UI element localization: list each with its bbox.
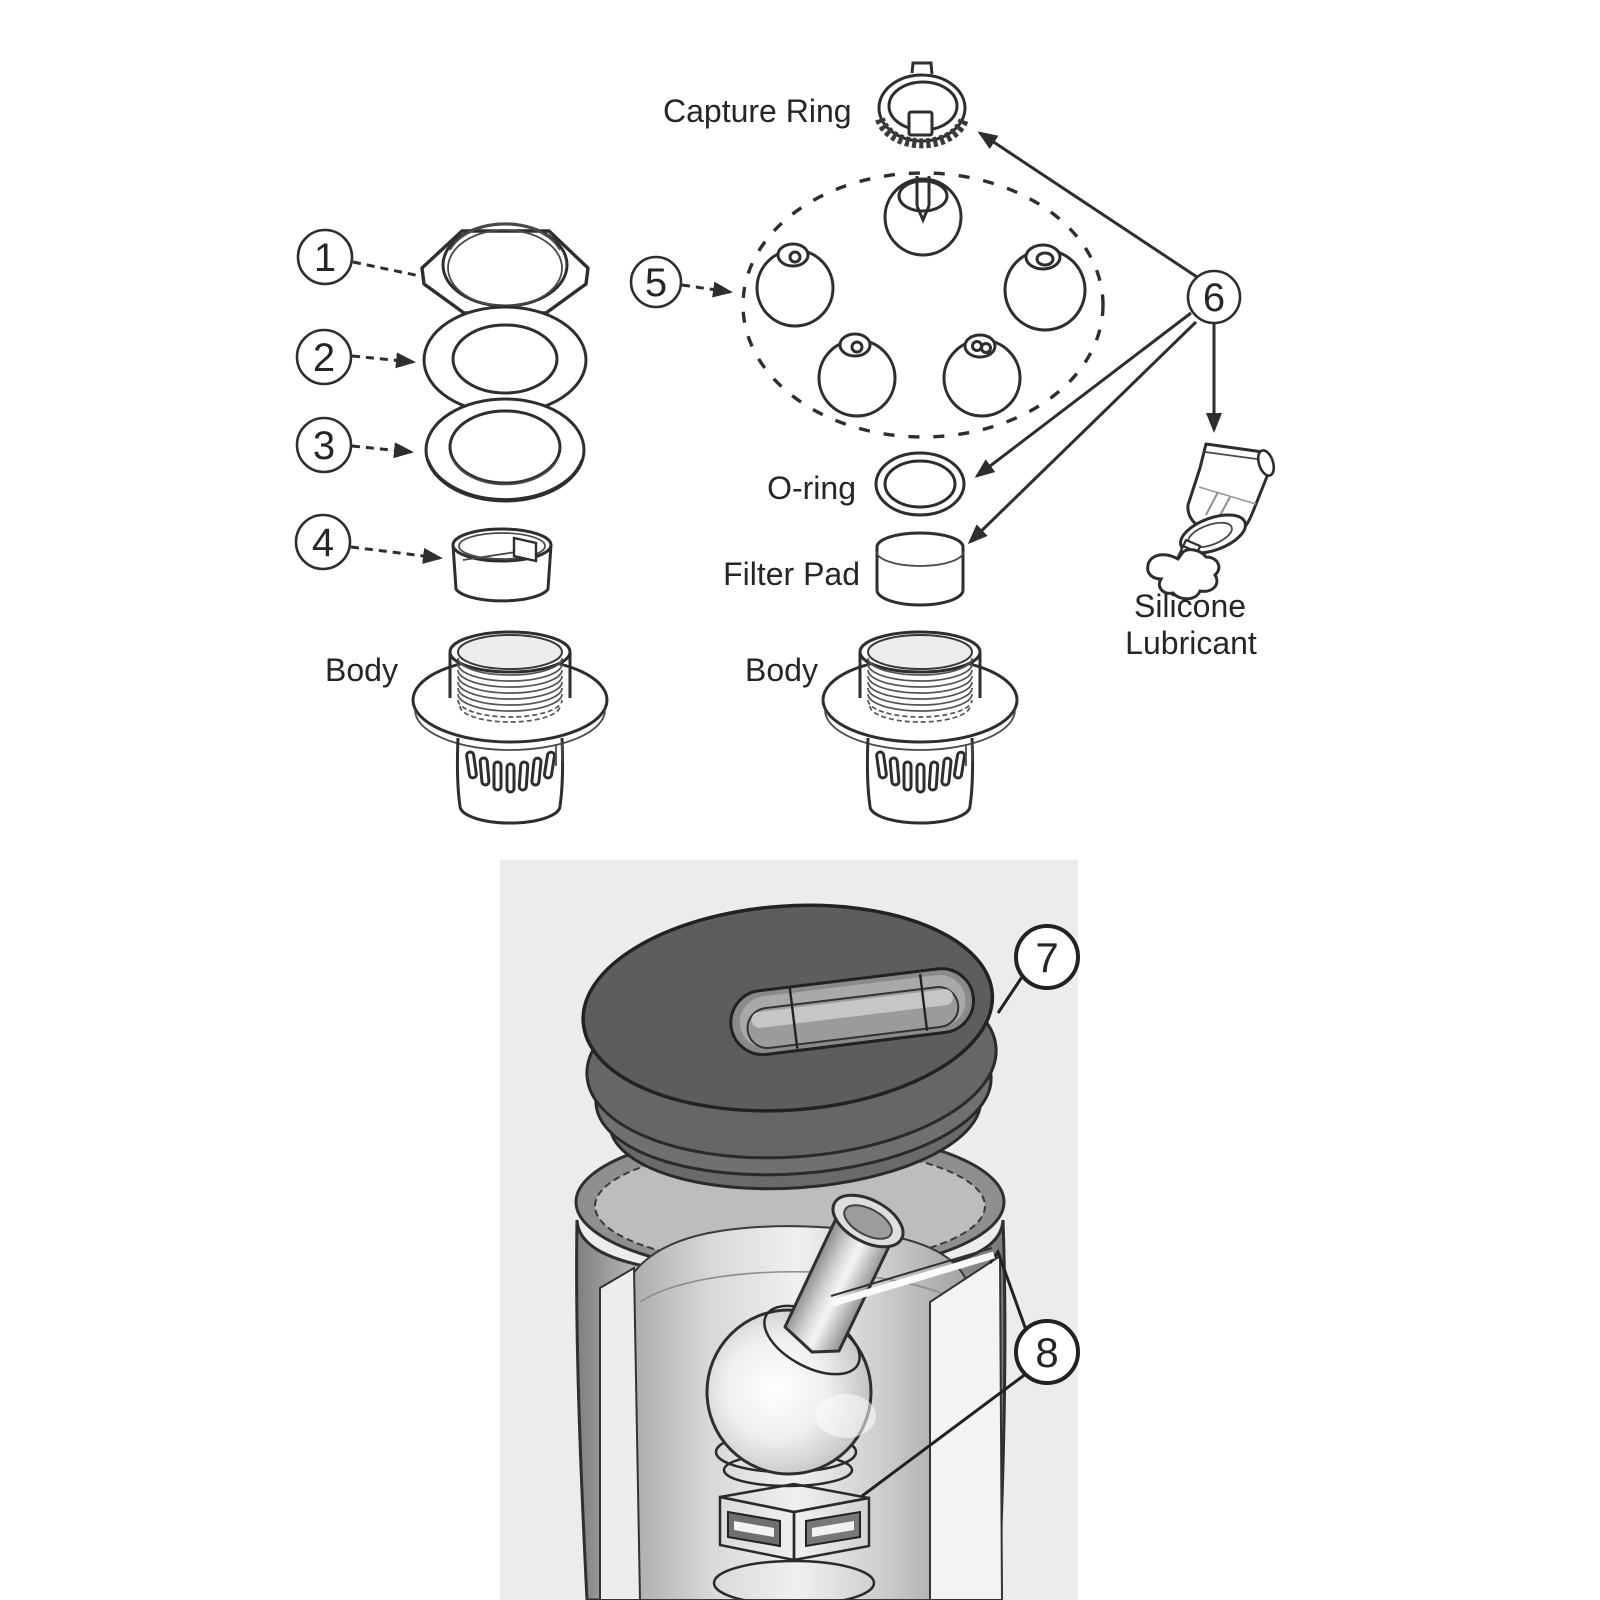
ball-bottom-right bbox=[942, 333, 1022, 418]
callout-7-number: 7 bbox=[1035, 934, 1058, 981]
callout-7-leader bbox=[996, 973, 1026, 1014]
callout-2-number: 2 bbox=[313, 336, 335, 380]
part-silicone-tube bbox=[1146, 442, 1276, 601]
cap-slot bbox=[729, 967, 975, 1057]
part-hex-nut bbox=[420, 222, 590, 315]
middle-exploded-view: Capture Ring bbox=[629, 61, 1105, 825]
callout-6-arrow-filter-pad bbox=[967, 320, 1198, 545]
callout-4-number: 4 bbox=[312, 521, 334, 565]
callout-8: 8 bbox=[830, 1247, 1080, 1498]
callout-6-arrow-capture-ring bbox=[977, 131, 1198, 279]
callout-5: 5 bbox=[629, 255, 733, 309]
part-trim-ring bbox=[424, 397, 586, 503]
callout-4-arrow bbox=[350, 545, 443, 564]
part-body-left bbox=[411, 630, 609, 825]
callout-1-number: 1 bbox=[314, 236, 336, 280]
ball-with-pin bbox=[883, 176, 963, 257]
callout-6-group: 6 Silicone Lubricant bbox=[967, 131, 1276, 661]
o-ring-label: O-ring bbox=[767, 470, 856, 506]
callout-5-number: 5 bbox=[645, 261, 667, 305]
ball-left bbox=[755, 242, 835, 328]
render-panel: 7 8 bbox=[500, 860, 1080, 1600]
part-filter-pad bbox=[875, 531, 965, 607]
part-capture-ring bbox=[875, 61, 969, 149]
callout-8-leader-lower bbox=[861, 1371, 1028, 1498]
capture-ring-label: Capture Ring bbox=[663, 93, 852, 129]
callout-2-arrow bbox=[351, 352, 416, 369]
part-cup-insert bbox=[451, 527, 553, 603]
part-gasket bbox=[422, 305, 588, 415]
cut-face-left bbox=[599, 1266, 642, 1600]
silicone-label-line2: Lubricant bbox=[1125, 625, 1257, 661]
callout-3-number: 3 bbox=[313, 424, 335, 468]
part-ball-set bbox=[741, 171, 1105, 439]
callout-3-arrow bbox=[351, 442, 414, 459]
body-left-label: Body bbox=[325, 652, 398, 688]
callout-7: 7 bbox=[996, 924, 1080, 1014]
filter-pad-label: Filter Pad bbox=[723, 556, 860, 592]
callout-4: 4 bbox=[294, 513, 443, 571]
part-o-ring bbox=[874, 451, 966, 517]
body-middle-label: Body bbox=[745, 652, 818, 688]
part-body-middle bbox=[821, 630, 1019, 825]
callout-6-number: 6 bbox=[1203, 276, 1225, 320]
callout-8-leader-upper bbox=[988, 1248, 1028, 1331]
part-cap bbox=[581, 903, 998, 1191]
callout-8-number: 8 bbox=[1035, 1329, 1058, 1376]
ball-bottom-left bbox=[817, 332, 897, 418]
diverter-assembly bbox=[705, 1193, 905, 1600]
left-exploded-view: 1 2 3 bbox=[294, 222, 609, 825]
retainer-square bbox=[718, 1482, 871, 1562]
callout-2: 2 bbox=[295, 328, 416, 386]
cut-face-right bbox=[929, 1254, 1004, 1600]
silicone-label-line1: Silicone bbox=[1134, 588, 1246, 624]
callout-5-arrow bbox=[681, 281, 733, 298]
callout-3: 3 bbox=[295, 416, 414, 474]
callout-6-arrow-o-ring bbox=[974, 311, 1192, 478]
ball-right bbox=[1003, 243, 1087, 332]
